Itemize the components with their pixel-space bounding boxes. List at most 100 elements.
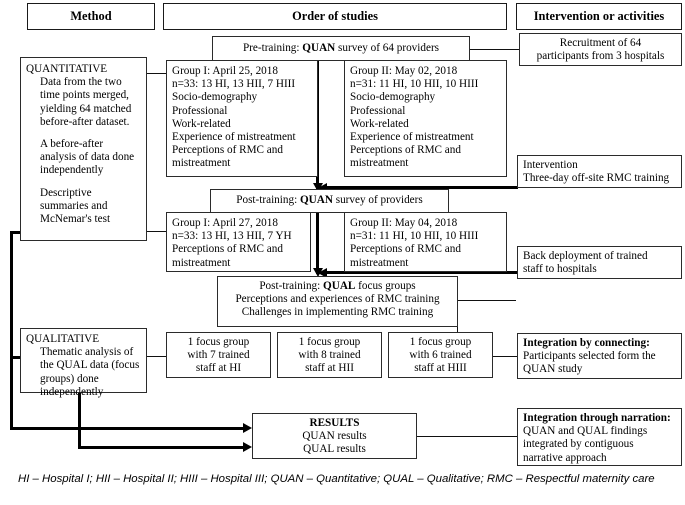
group1-pre-line-8: mistreatment — [172, 157, 231, 170]
connector-qual-to-results — [78, 446, 247, 449]
box-integration-narration: Integration through narration: QUAN and … — [517, 408, 682, 466]
group2-pre-line-7: Perceptions of RMC and — [350, 144, 461, 157]
post-qual-line-3: Challenges in implementing RMC training — [241, 306, 434, 319]
box-quantitative: QUANTITATIVE Data from the two time poin… — [20, 57, 147, 241]
connector-quant-to-group1pre — [146, 73, 168, 75]
box-focus-group-2: 1 focus group with 8 trained staff at HI… — [277, 332, 382, 378]
box-qualitative: QUALITATIVE Thematic analysis of the QUA… — [20, 328, 147, 398]
group1-pre-line-6: Experience of mistreatment — [172, 131, 296, 144]
box-focus-group-3: 1 focus group with 6 trained staff at HI… — [388, 332, 493, 378]
quantitative-para-3: Descriptive summaries and McNemar's test — [40, 186, 111, 226]
intervention-line-2: Three-day off-site RMC training — [523, 172, 670, 185]
focus-group-3-line-3: staff at HIII — [414, 362, 467, 375]
integration-narration-line-1: QUAN and QUAL findings — [523, 425, 648, 438]
connector-spine-lower — [316, 196, 319, 274]
results-title: RESULTS — [309, 417, 360, 429]
group1-post-line-4: mistreatment — [172, 256, 231, 269]
group2-post-line-2: n=31: 11 HI, 10 HII, 10 HIII — [350, 230, 479, 243]
legend-abbreviations: HI – Hospital I; HII – Hospital II; HIII… — [18, 473, 655, 485]
group1-pre-line-4: Professional — [172, 104, 228, 117]
group1-pre-line-7: Perceptions of RMC and — [172, 144, 283, 157]
box-group2-post: Group II: May 04, 2018 n=31: 11 HI, 10 H… — [344, 212, 507, 272]
integration-narration-title: Integration through narration: — [523, 412, 671, 424]
group2-pre-line-5: Work-related — [350, 117, 409, 130]
box-results: RESULTS QUAN results QUAL results — [252, 413, 417, 459]
quantitative-title: QUANTITATIVE — [26, 63, 108, 75]
back-deployment-line-2: staff to hospitals — [523, 263, 597, 276]
results-line-2: QUAL results — [303, 443, 366, 456]
group1-pre-line-1: Group I: April 25, 2018 — [172, 65, 278, 77]
quantitative-para-1: Data from the two time points merged, yi… — [40, 76, 132, 128]
box-intervention-training: Intervention Three-day off-site RMC trai… — [517, 155, 682, 188]
integration-connecting-title: Integration by connecting: — [523, 337, 650, 349]
group1-post-line-1: Group I: April 27, 2018 — [172, 217, 278, 229]
post-quan-suffix: survey of providers — [332, 194, 423, 206]
intervention-line-1: Intervention — [523, 159, 578, 171]
box-post-training-quan: Post-training: QUAN survey of providers — [210, 189, 449, 213]
integration-connecting-line-1: Participants selected form the — [523, 350, 656, 363]
group1-pre-line-3: Socio-demography — [172, 91, 258, 104]
group2-pre-line-2: n=31: 11 HI, 10 HII, 10 HIII — [350, 78, 479, 91]
connector-backdeploy-to-spine — [326, 271, 518, 274]
integration-narration-line-2: integrated by contiguous — [523, 438, 634, 451]
focus-group-2-line-2: with 8 trained — [298, 349, 361, 362]
group2-pre-line-3: Socio-demography — [350, 91, 436, 104]
integration-connecting-line-2: QUAN study — [523, 363, 583, 376]
box-group2-pre: Group II: May 02, 2018 n=31: 11 HI, 10 H… — [344, 60, 507, 177]
arrow-left-backdeploy — [318, 267, 327, 278]
integration-narration-line-3: narrative approach — [523, 451, 607, 464]
header-order-of-studies: Order of studies — [163, 3, 507, 30]
box-recruitment: Recruitment of 64 participants from 3 ho… — [519, 33, 682, 66]
connector-quant-to-results — [10, 427, 247, 430]
connector-qual-to-integration — [458, 300, 516, 302]
focus-group-3-line-2: with 6 trained — [409, 349, 472, 362]
connector-integration-riser — [457, 300, 459, 356]
post-qual-suffix: focus groups — [355, 280, 416, 292]
box-group1-pre: Group I: April 25, 2018 n=33: 13 HI, 13 … — [166, 60, 318, 177]
connector-intervention-to-spine — [326, 186, 518, 189]
back-deployment-line-1: Back deployment of trained — [523, 250, 648, 262]
post-qual-bold: QUAL — [323, 280, 356, 292]
post-qual-line-2: Perceptions and experiences of RMC train… — [235, 293, 440, 306]
focus-group-1-line-2: with 7 trained — [187, 349, 250, 362]
group2-pre-line-8: mistreatment — [350, 157, 409, 170]
connector-qual-to-focusgroup1 — [146, 356, 168, 358]
box-pre-training-quan: Pre-training: QUAN survey of 64 provider… — [212, 36, 470, 61]
group2-post-line-4: mistreatment — [350, 256, 409, 269]
group2-pre-line-6: Experience of mistreatment — [350, 131, 474, 144]
arrow-down-to-qual — [312, 268, 323, 277]
group1-post-line-2: n=33: 13 HI, 13 HII, 7 YH — [172, 230, 292, 243]
post-qual-prefix: Post-training: — [259, 280, 324, 292]
quantitative-para-2: A before-after analysis of data done ind… — [40, 138, 135, 177]
pre-training-suffix: survey of 64 providers — [335, 42, 440, 54]
connector-results-to-narration — [417, 436, 517, 438]
group1-post-line-3: Perceptions of RMC and — [172, 243, 283, 256]
results-line-1: QUAN results — [302, 430, 367, 443]
focus-group-3-line-1: 1 focus group — [409, 336, 472, 348]
group2-pre-line-4: Professional — [350, 104, 406, 117]
recruitment-line-2: participants from 3 hospitals — [536, 50, 665, 63]
group2-post-line-1: Group II: May 04, 2018 — [350, 217, 458, 229]
box-group1-post: Group I: April 27, 2018 n=33: 13 HI, 13 … — [166, 212, 311, 272]
post-quan-bold: QUAN — [299, 194, 333, 206]
focus-group-1-line-1: 1 focus group — [187, 336, 250, 348]
arrow-right-qual-results — [243, 442, 252, 452]
arrow-right-quant-results — [243, 423, 252, 433]
connector-quant-left-spine — [10, 231, 13, 429]
arrow-left-intervention — [318, 182, 327, 193]
header-method: Method — [27, 3, 155, 30]
box-focus-group-1: 1 focus group with 7 trained staff at HI — [166, 332, 271, 378]
group2-post-line-3: Perceptions of RMC and — [350, 243, 461, 256]
header-method-label: Method — [70, 8, 112, 23]
recruitment-line-1: Recruitment of 64 — [559, 37, 642, 49]
box-back-deployment: Back deployment of trained staff to hosp… — [517, 246, 682, 279]
qualitative-title: QUALITATIVE — [26, 333, 100, 345]
pre-training-prefix: Pre-training: — [242, 42, 303, 54]
connector-quant-to-group1post — [146, 231, 168, 233]
group1-pre-line-2: n=33: 13 HI, 13 HII, 7 HIII — [172, 78, 296, 91]
header-intervention-label: Intervention or activities — [533, 8, 665, 23]
group2-pre-line-1: Group II: May 02, 2018 — [350, 65, 458, 77]
arrow-down-to-post-quan — [312, 183, 323, 192]
header-intervention: Intervention or activities — [516, 3, 682, 30]
